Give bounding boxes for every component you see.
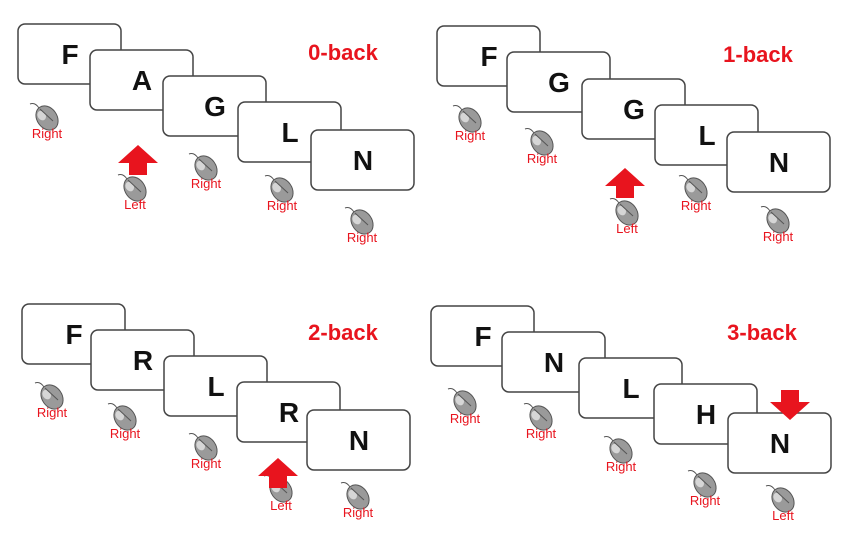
response-label: Right xyxy=(347,230,378,245)
panel-title: 2-back xyxy=(308,320,378,345)
card-letter: F xyxy=(61,39,78,70)
card-letter: N xyxy=(349,425,369,456)
response-label: Right xyxy=(606,459,637,474)
response-label: Left xyxy=(124,197,146,212)
mouse-icon xyxy=(340,482,370,510)
response-label: Right xyxy=(690,493,721,508)
mouse-icon xyxy=(678,175,708,203)
mouse-icon xyxy=(34,382,64,410)
panel-title: 1-back xyxy=(723,42,793,67)
mouse-icon xyxy=(188,153,218,181)
response-label: Left xyxy=(616,221,638,236)
mouse-icon xyxy=(609,198,639,226)
card-letter: N xyxy=(770,428,790,459)
card-letter: A xyxy=(132,65,152,96)
card-letter: F xyxy=(480,41,497,72)
mouse-icon xyxy=(264,175,294,203)
response-label: Right xyxy=(763,229,794,244)
letter-card: N xyxy=(310,129,415,191)
card-letter: N xyxy=(769,147,789,178)
card-letter: G xyxy=(623,94,645,125)
letter-card: N xyxy=(726,131,831,193)
response-label: Right xyxy=(32,126,63,141)
response-label: Left xyxy=(270,498,292,513)
card-letter: N xyxy=(353,145,373,176)
mouse-icon xyxy=(603,436,633,464)
response-label: Right xyxy=(110,426,141,441)
response-label: Left xyxy=(772,508,794,523)
response-label: Right xyxy=(527,151,558,166)
mouse-icon xyxy=(117,174,147,202)
response-label: Right xyxy=(343,505,374,520)
mouse-icon xyxy=(765,485,795,513)
card-letter: F xyxy=(474,321,491,352)
response-label: Right xyxy=(37,405,68,420)
response-label: Right xyxy=(450,411,481,426)
mouse-icon xyxy=(452,105,482,133)
response-label: Right xyxy=(191,456,222,471)
mouse-icon xyxy=(344,207,374,235)
response-label: Right xyxy=(455,128,486,143)
card-letter: H xyxy=(696,399,716,430)
mouse-icon xyxy=(107,403,137,431)
response-label: Right xyxy=(267,198,298,213)
response-label: Right xyxy=(681,198,712,213)
arrow-up-icon xyxy=(605,168,645,198)
mouse-icon xyxy=(29,103,59,131)
panel-title: 0-back xyxy=(308,40,378,65)
letter-card: N xyxy=(306,409,411,471)
card-letter: R xyxy=(279,397,299,428)
arrow-down-icon xyxy=(770,390,810,420)
panel-title: 3-back xyxy=(727,320,797,345)
response-label: Right xyxy=(191,176,222,191)
letter-card: N xyxy=(727,412,832,474)
mouse-icon xyxy=(760,206,790,234)
card-letter: L xyxy=(698,120,715,151)
arrow-up-icon xyxy=(118,145,158,175)
card-letter: L xyxy=(207,371,224,402)
mouse-icon xyxy=(188,433,218,461)
card-letter: N xyxy=(544,347,564,378)
mouse-icon xyxy=(447,388,477,416)
mouse-icon xyxy=(687,470,717,498)
response-label: Right xyxy=(526,426,557,441)
arrow-up-icon xyxy=(258,458,298,488)
mouse-icon xyxy=(523,403,553,431)
mouse-icon xyxy=(524,128,554,156)
card-letter: R xyxy=(133,345,153,376)
card-letter: G xyxy=(548,67,570,98)
card-letter: G xyxy=(204,91,226,122)
card-letter: L xyxy=(622,373,639,404)
card-letter: F xyxy=(65,319,82,350)
card-letter: L xyxy=(281,117,298,148)
